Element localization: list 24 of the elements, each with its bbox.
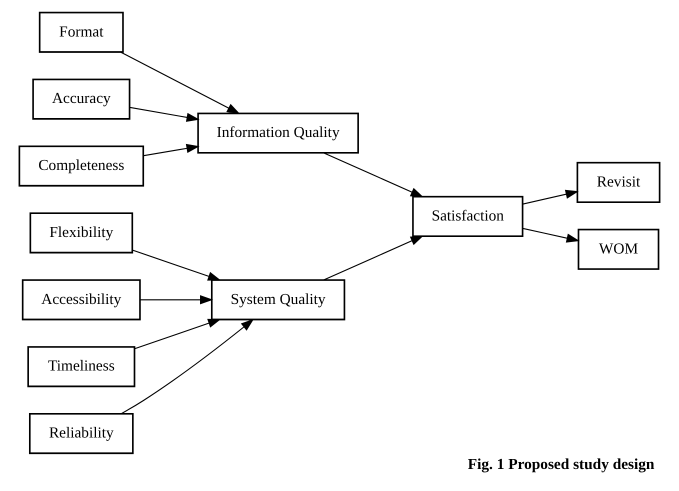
- arrow: [130, 106, 200, 122]
- node-box: System Quality: [210, 279, 346, 320]
- node-box: Accessibility: [22, 279, 141, 320]
- arrow: [140, 295, 214, 304]
- arrow: [323, 236, 424, 281]
- node-box: Format: [38, 12, 124, 53]
- node-box: Satisfaction: [412, 196, 524, 237]
- arrow: [120, 52, 240, 114]
- arrow: [120, 318, 254, 414]
- arrow: [522, 190, 579, 205]
- node-box: Timeliness: [27, 346, 136, 388]
- node-box: Flexibility: [30, 212, 134, 254]
- arrow: [132, 250, 222, 281]
- node-box: Information Quality: [197, 112, 359, 154]
- node-box: Reliability: [28, 412, 134, 454]
- caption: Fig. 1 Proposed study design: [468, 456, 654, 473]
- arrow: [522, 228, 580, 243]
- arrow: [143, 144, 200, 156]
- node-box: Accuracy: [32, 78, 130, 120]
- node-box: Revisit: [576, 162, 660, 204]
- node-box: WOM: [578, 228, 660, 270]
- node-box: Completeness: [18, 145, 144, 187]
- arrow: [134, 318, 222, 350]
- arrow: [323, 152, 424, 198]
